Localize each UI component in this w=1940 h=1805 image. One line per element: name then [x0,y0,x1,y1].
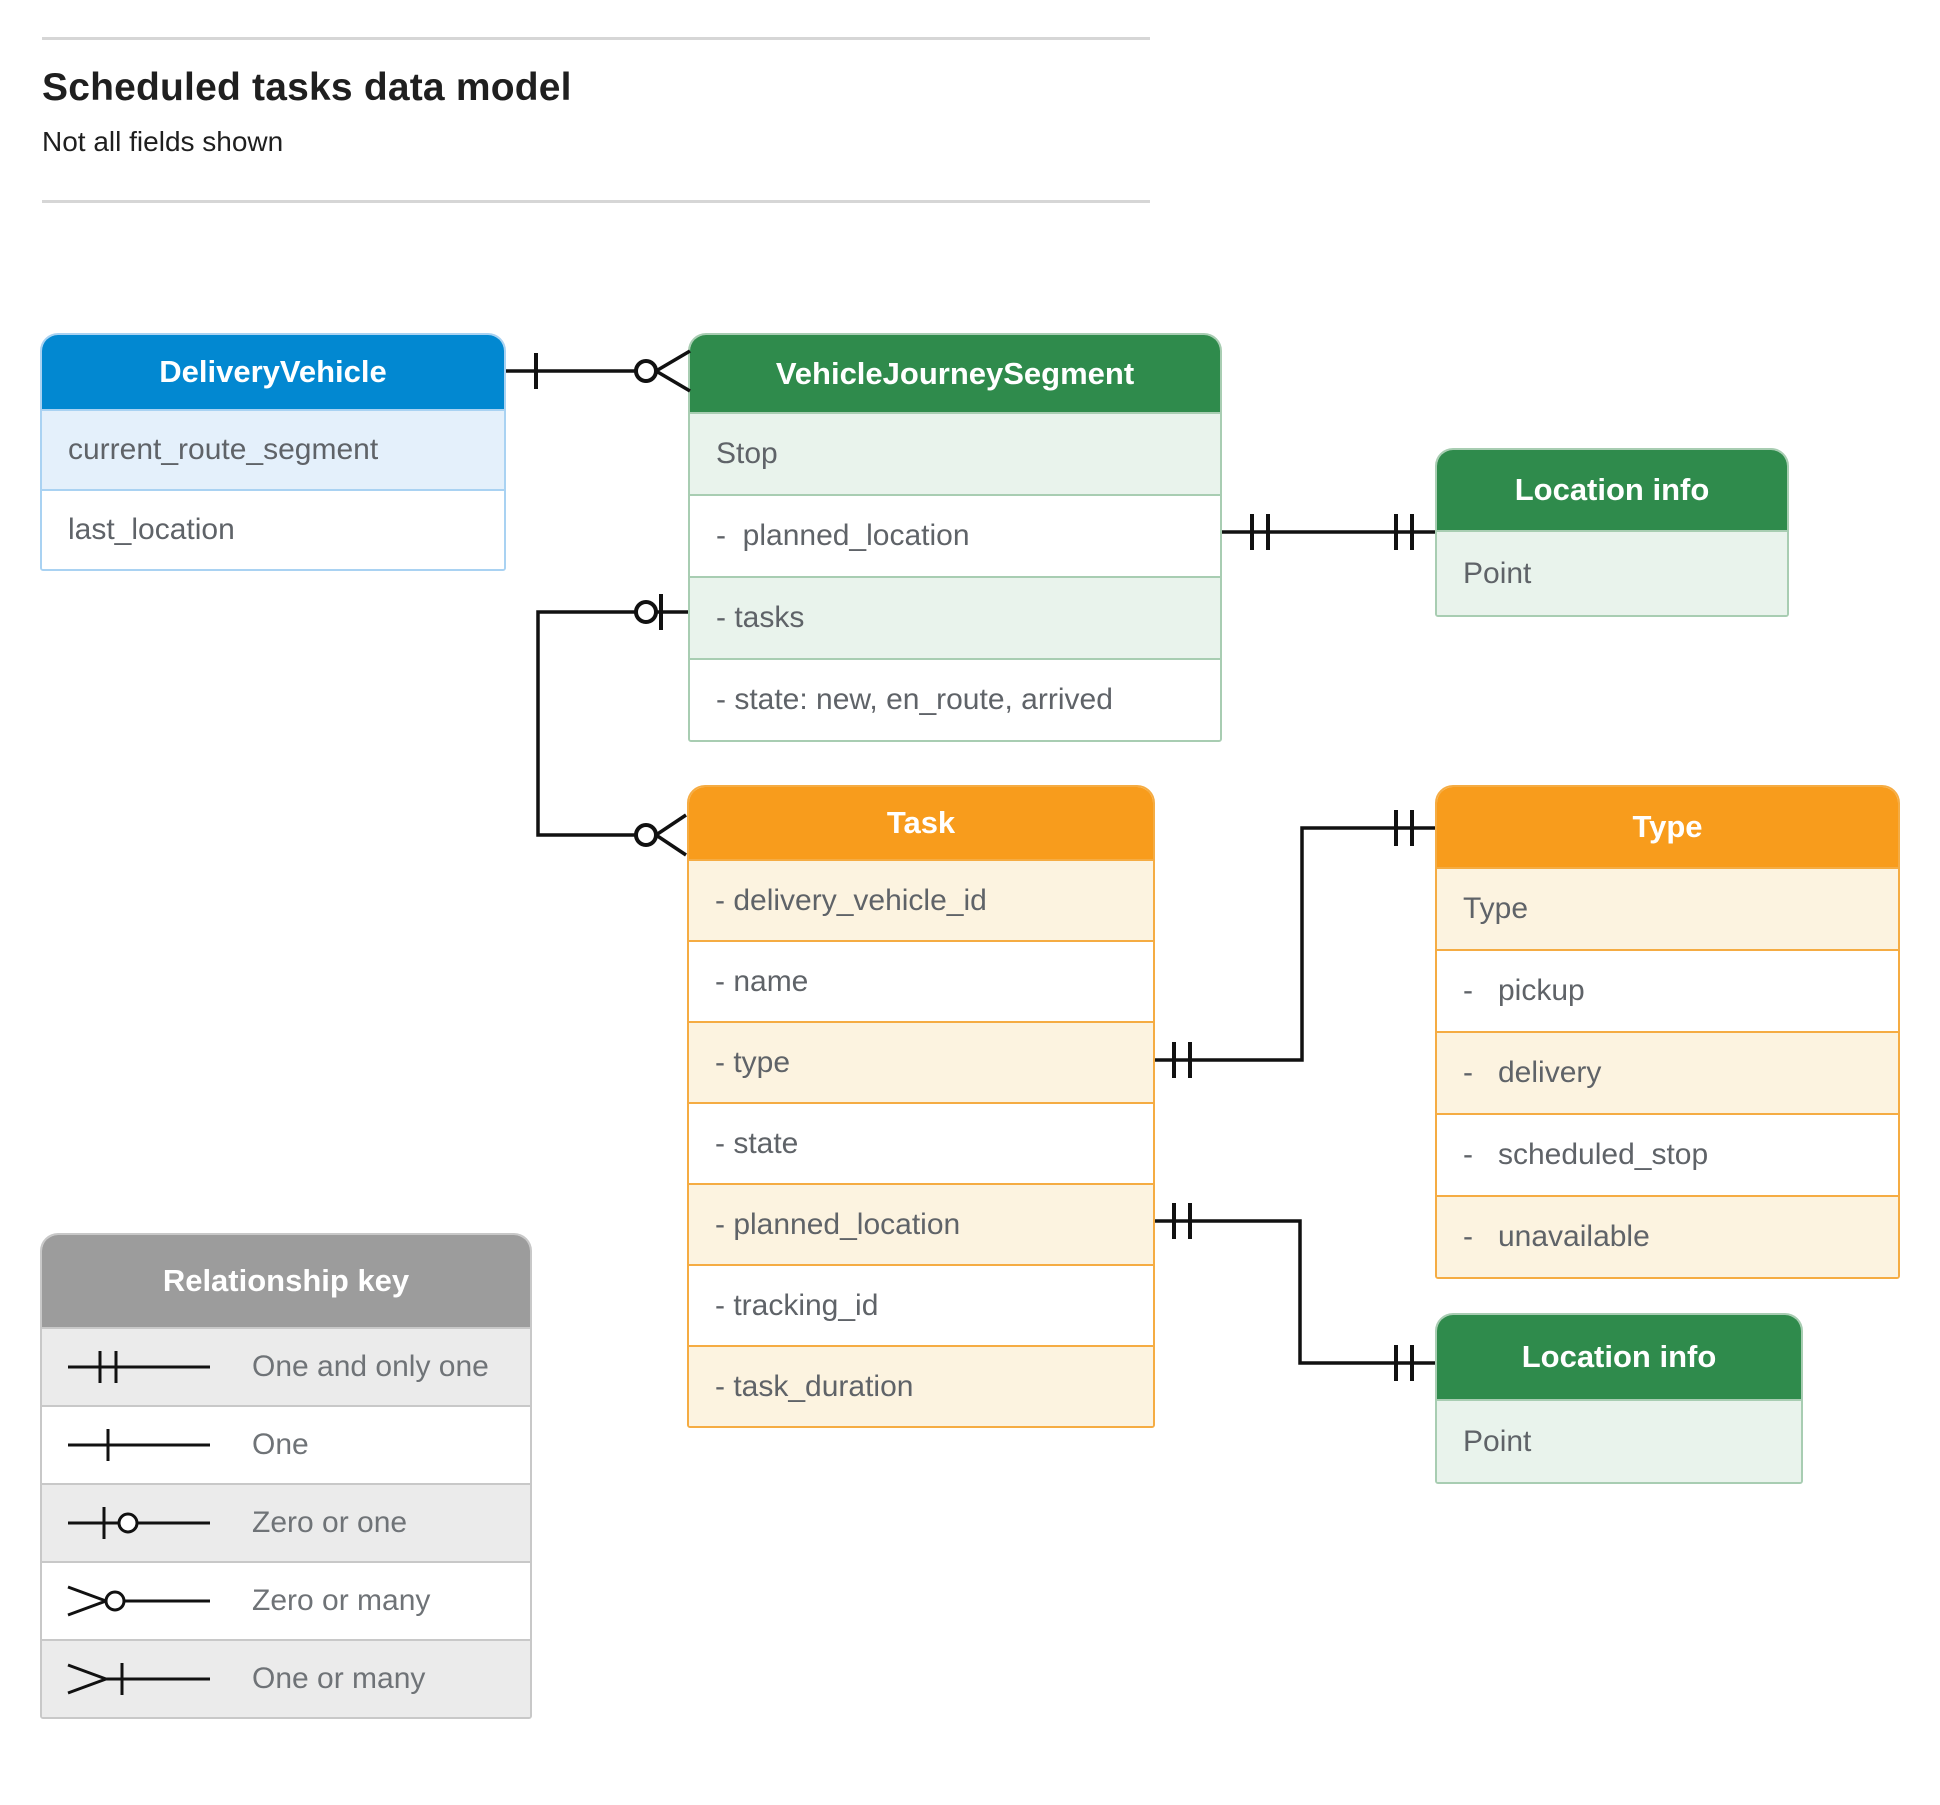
one-or-many-icon [67,1663,210,1695]
field-type-label: Type [1437,867,1898,949]
connector-vjs-tasks-task [536,594,688,857]
field-pickup: - pickup [1437,949,1898,1031]
field-point-top: Point [1437,530,1787,615]
field-delivery-vehicle-id: - delivery_vehicle_id [689,859,1153,940]
relationship-key: Relationship key One and only one One Ze… [40,1233,532,1719]
entity-location-info-bottom-title: Location info [1437,1315,1801,1399]
connector-vjs-locationinfo-top [1222,514,1435,550]
field-scheduled-stop: - scheduled_stop [1437,1113,1898,1195]
field-task-duration: - task_duration [689,1345,1153,1426]
entity-task-title: Task [689,787,1153,859]
top-divider [42,37,1150,40]
entity-type-title: Type [1437,787,1898,867]
connector-task-type [1155,810,1435,1078]
field-point-bottom: Point [1437,1399,1801,1482]
entity-type: Type Type - pickup - delivery - schedule… [1435,785,1900,1279]
entity-location-info-top: Location info Point [1435,448,1789,617]
field-task-state: - state [689,1102,1153,1183]
zero-or-many-icon [67,1585,210,1617]
legend-label: Zero or one [252,1506,408,1539]
entity-delivery-vehicle-title: DeliveryVehicle [42,335,504,409]
legend-label: One or many [252,1662,426,1695]
field-tasks: - tasks [690,576,1220,658]
entity-location-info-top-title: Location info [1437,450,1787,530]
legend-row-one-or-many: One or many [42,1639,530,1717]
field-task-planned-location: - planned_location [689,1183,1153,1264]
legend-label: One [252,1428,309,1461]
legend-row-zero-or-one: Zero or one [42,1483,530,1561]
entity-delivery-vehicle: DeliveryVehicle current_route_segment la… [40,333,506,571]
entity-vehicle-journey-segment-title: VehicleJourneySegment [690,335,1220,412]
field-current-route-segment: current_route_segment [42,409,504,489]
connector-deliveryvehicle-vehiclejourneysegment [506,349,691,393]
field-planned-location: - planned_location [690,494,1220,576]
field-type: - type [689,1021,1153,1102]
field-tracking-id: - tracking_id [689,1264,1153,1345]
zero-or-one-icon [68,1507,210,1539]
bottom-divider [42,200,1150,203]
field-unavailable: - unavailable [1437,1195,1898,1277]
field-last-location: last_location [42,489,504,569]
field-stop: Stop [690,412,1220,494]
one-icon [68,1429,210,1461]
legend-label: Zero or many [252,1584,431,1617]
legend-row-one: One [42,1405,530,1483]
entity-location-info-bottom: Location info Point [1435,1313,1803,1484]
entity-task: Task - delivery_vehicle_id - name - type… [687,785,1155,1428]
relationship-key-title: Relationship key [42,1235,530,1327]
field-delivery: - delivery [1437,1031,1898,1113]
page-title: Scheduled tasks data model [42,66,572,109]
page-subtitle: Not all fields shown [42,126,284,157]
legend-row-zero-or-many: Zero or many [42,1561,530,1639]
one-and-only-one-icon [68,1351,210,1383]
legend-row-one-and-only-one: One and only one [42,1327,530,1405]
field-state: - state: new, en_route, arrived [690,658,1220,740]
connector-task-locationinfo-bottom [1155,1203,1435,1381]
legend-label: One and only one [252,1350,489,1383]
entity-vehicle-journey-segment: VehicleJourneySegment Stop - planned_loc… [688,333,1222,742]
field-name: - name [689,940,1153,1021]
